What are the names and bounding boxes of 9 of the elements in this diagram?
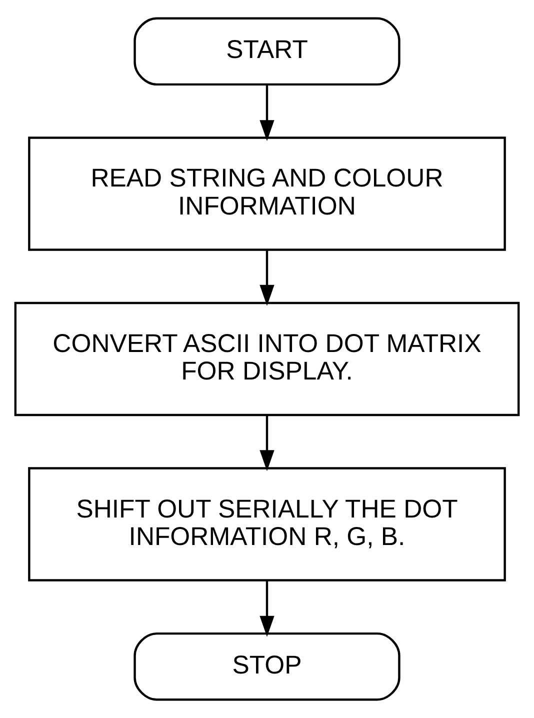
arrow xyxy=(260,416,274,472)
node-box: READ STRING AND COLOUR INFORMATION xyxy=(28,136,506,251)
arrow xyxy=(260,580,274,637)
arrow xyxy=(260,250,274,306)
node-box: SHIFT OUT SERIALLY THE DOT INFORMATION R, G, B. xyxy=(28,467,506,582)
node-box: CONVERT ASCII INTO DOT MATRIX FOR DISPLAY. xyxy=(14,302,520,416)
node-box: START xyxy=(134,17,400,86)
node-box: STOP xyxy=(134,632,400,701)
arrow xyxy=(260,84,274,142)
